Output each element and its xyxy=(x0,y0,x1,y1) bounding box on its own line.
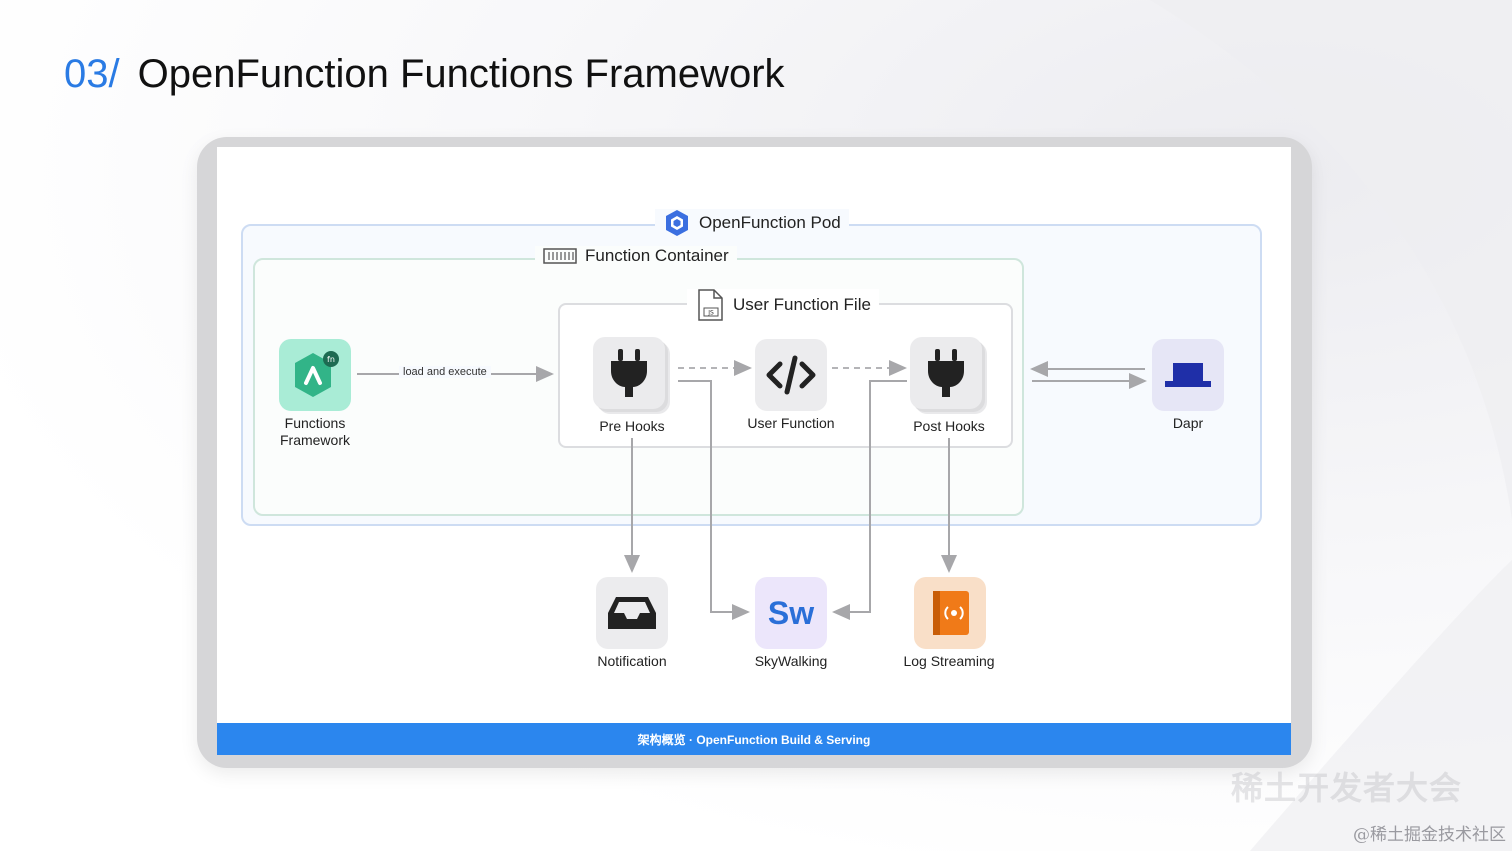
skywalking-icon: Sw xyxy=(767,594,815,631)
log-streaming-node xyxy=(914,577,986,649)
container-label: Function Container xyxy=(535,246,737,266)
js-file-icon: JS xyxy=(698,289,723,321)
post-hooks-node xyxy=(910,337,982,409)
dapr-label: Dapr xyxy=(1172,415,1204,431)
dapr-icon xyxy=(1165,363,1211,387)
notification-node xyxy=(596,577,668,649)
pod-label-text: OpenFunction Pod xyxy=(699,213,841,232)
plug-icon xyxy=(928,349,964,397)
edge-load-execute-label: load and execute xyxy=(399,366,491,378)
file-label-text: User Function File xyxy=(733,295,871,314)
user-function-label: User Function xyxy=(747,415,835,431)
functions-framework-node: fn xyxy=(279,339,351,411)
file-label: JS User Function File xyxy=(687,289,879,321)
container-icon xyxy=(543,248,577,264)
watermark-logo: 稀土开发者大会 xyxy=(1230,770,1462,806)
slide-title: 03/ OpenFunction Functions Framework xyxy=(64,52,785,97)
post-hooks-label: Post Hooks xyxy=(913,418,985,434)
functions-framework-icon: fn xyxy=(295,351,339,397)
arrow-post-to-skywalking xyxy=(832,380,907,620)
footer-text: 架构概览 · OpenFunction Build & Serving xyxy=(637,732,871,747)
dapr-node xyxy=(1152,339,1224,411)
svg-text:JS: JS xyxy=(707,310,714,317)
notification-label: Notification xyxy=(597,653,667,669)
watermark-credit: @稀土掘金技术社区 xyxy=(1353,825,1506,845)
skywalking-node: Sw xyxy=(755,577,827,649)
log-streaming-icon xyxy=(933,591,969,635)
user-function-node xyxy=(755,339,827,411)
footer-bar: 架构概览 · OpenFunction Build & Serving xyxy=(217,723,1291,755)
container-label-text: Function Container xyxy=(585,246,729,265)
plug-icon xyxy=(611,349,647,397)
skywalking-label: SkyWalking xyxy=(754,653,828,669)
diagram-screen: OpenFunction Pod Function Container JS U… xyxy=(217,147,1291,755)
kubernetes-pod-icon xyxy=(666,210,688,236)
functions-framework-label: Functions Framework xyxy=(279,415,350,448)
slide-number: 03/ xyxy=(64,52,120,96)
slide-heading: OpenFunction Functions Framework xyxy=(137,52,785,96)
pod-label: OpenFunction Pod xyxy=(655,209,849,237)
inbox-icon xyxy=(608,597,656,629)
pre-hooks-label: Pre Hooks xyxy=(599,418,665,434)
svg-text:fn: fn xyxy=(327,355,335,364)
code-icon xyxy=(766,355,816,395)
arrow-pre-to-skywalking xyxy=(678,380,750,620)
pre-hooks-node xyxy=(593,337,665,409)
log-streaming-label: Log Streaming xyxy=(903,653,995,669)
